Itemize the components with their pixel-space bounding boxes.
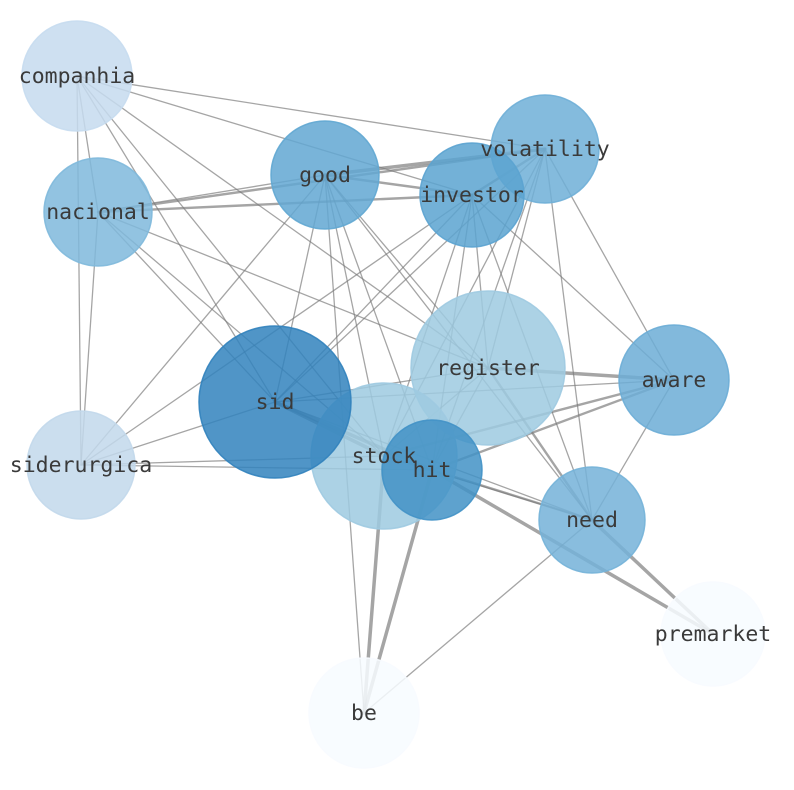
edge-companhia-investor — [76, 75, 473, 196]
node-label-hit: hit — [413, 458, 452, 483]
node-label-investor: investor — [420, 183, 524, 208]
edge-volatility-need — [544, 148, 593, 521]
edge-good-siderurgica — [80, 174, 326, 466]
node-label-premarket: premarket — [655, 622, 772, 647]
node-label-sid: sid — [256, 390, 295, 415]
node-label-aware: aware — [642, 368, 707, 393]
node-label-nacional: nacional — [46, 200, 150, 225]
node-label-stock: stock — [352, 444, 417, 469]
node-premarket — [660, 581, 766, 687]
node-label-siderurgica: siderurgica — [10, 453, 152, 478]
nodes-layer — [21, 20, 766, 769]
edge-companhia-register — [76, 75, 489, 369]
node-register — [410, 290, 566, 446]
node-aware — [618, 324, 730, 436]
node-siderurgica — [26, 410, 136, 520]
node-label-good: good — [299, 163, 351, 188]
node-sid — [198, 325, 352, 479]
node-nacional — [43, 157, 153, 267]
labels-layer: companhia nacional siderurgica be premarket r… — [10, 64, 771, 726]
edge-companhia-volatility — [76, 75, 546, 150]
node-need — [538, 466, 646, 574]
node-companhia — [21, 20, 133, 132]
node-hit — [381, 419, 483, 521]
node-label-be: be — [351, 701, 377, 726]
node-label-volatility: volatility — [480, 137, 609, 162]
node-label-companhia: companhia — [19, 64, 136, 89]
edge-companhia-siderurgica — [76, 75, 82, 466]
node-investor — [419, 142, 525, 248]
node-be — [308, 657, 420, 769]
node-label-register: register — [436, 356, 540, 381]
node-label-need: need — [566, 508, 618, 533]
node-good — [270, 120, 380, 230]
